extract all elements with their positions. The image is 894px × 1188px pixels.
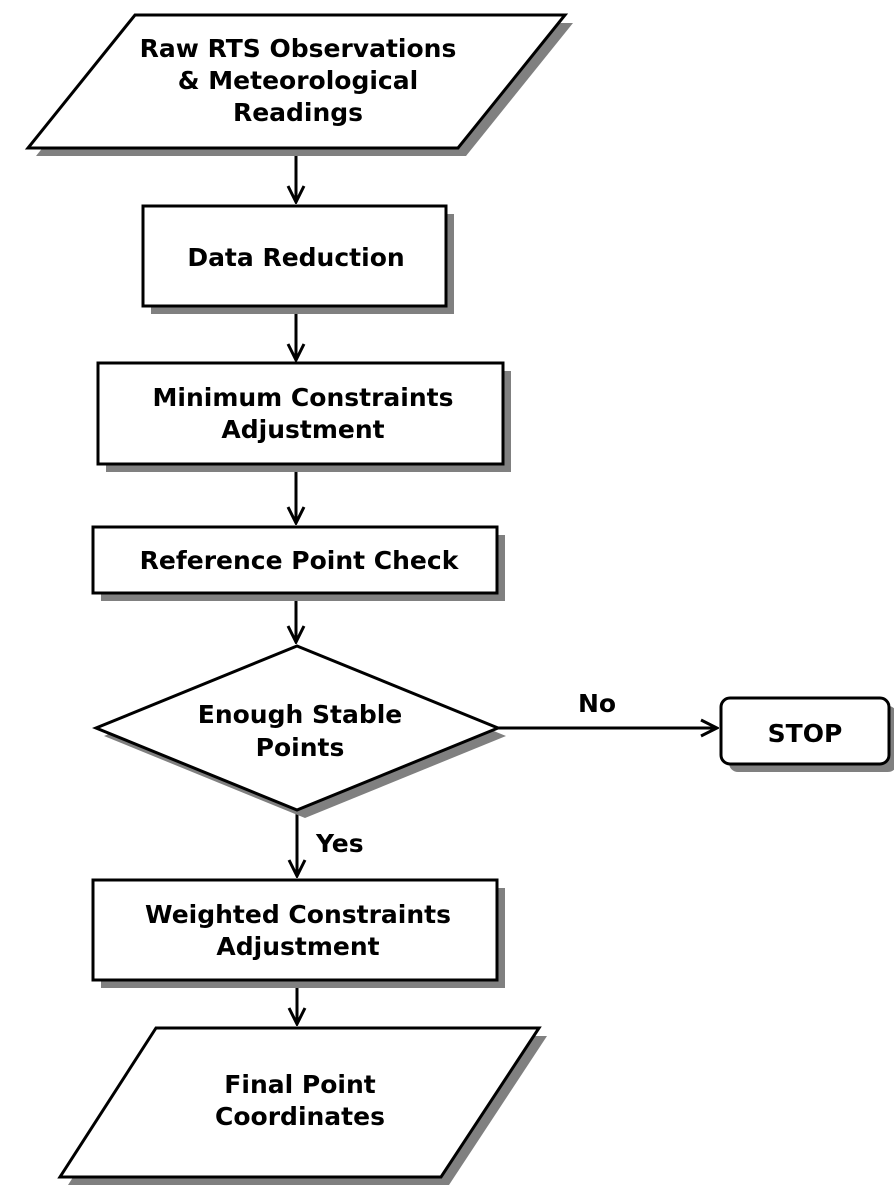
node-label-line: Coordinates (215, 1102, 385, 1131)
node-label-line: Data Reduction (187, 243, 404, 272)
node-shape-rectangle (91, 878, 499, 982)
node-label-line: Points (256, 733, 345, 762)
node-label-line: Readings (233, 98, 363, 127)
node-label-line: Weighted Constraints (145, 900, 451, 929)
node-shape-parallelogram (24, 13, 569, 150)
node-label-line: Adjustment (221, 415, 384, 444)
node-shape-parallelogram (57, 1026, 542, 1179)
node-label-line: Adjustment (216, 932, 379, 961)
node-stop: STOP (719, 696, 894, 772)
node-label-line: Minimum Constraints (153, 383, 454, 412)
node-data-reduction: Data Reduction (141, 204, 454, 314)
node-shape-rounded-rectangle (719, 696, 891, 766)
node-shape-rectangle (141, 204, 448, 308)
node-ref-check: Reference Point Check (91, 525, 505, 601)
node-label-line: Enough Stable (198, 700, 403, 729)
node-shape-diamond (92, 644, 502, 812)
node-label-line: Raw RTS Observations (140, 34, 457, 63)
edge-label-yes: Yes (315, 829, 364, 858)
node-shape-rectangle (96, 361, 505, 466)
node-label-line: Final Point (224, 1070, 375, 1099)
node-label-line: STOP (768, 719, 843, 748)
node-label-line: Reference Point Check (140, 546, 460, 575)
edge-label-no: No (578, 689, 616, 718)
node-input: Raw RTS Observations & MeteorologicalRead… (24, 13, 573, 156)
node-label-line: & Meteorological (178, 66, 418, 95)
node-shape-rectangle (91, 525, 499, 595)
